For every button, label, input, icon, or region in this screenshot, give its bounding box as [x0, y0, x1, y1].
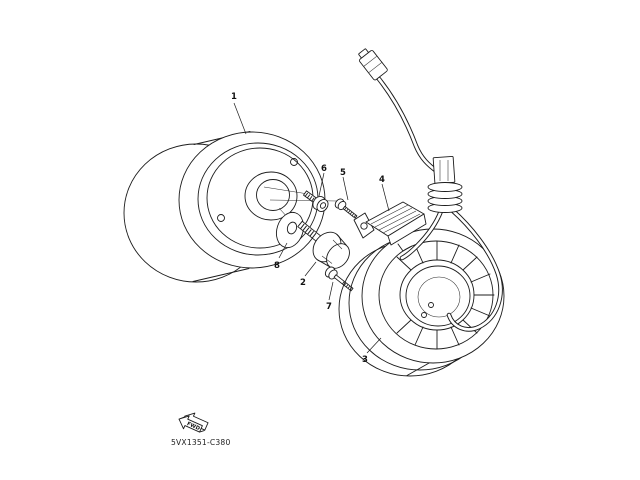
pan-head-screw — [334, 198, 358, 219]
callout-1: 1 — [231, 92, 237, 102]
callout-3: 3 — [362, 355, 368, 365]
stator-assembly — [338, 228, 505, 377]
fwd-arrow-icon: FWD — [178, 412, 209, 433]
stator-bolt-hole — [428, 302, 434, 308]
screw-threads — [304, 192, 316, 203]
holder-bracket — [353, 201, 427, 252]
long-pan-head-screw — [324, 266, 354, 292]
callout-4: 4 — [379, 175, 385, 185]
wire-grommet — [427, 155, 463, 213]
callouts: 1 6 5 4 8 2 7 3 — [231, 92, 390, 365]
callout-6: 6 — [321, 164, 327, 174]
rotor-assembly — [123, 131, 338, 283]
stator-bolt-hole — [421, 312, 427, 318]
callout-7: 7 — [326, 302, 332, 312]
callout-8: 8 — [274, 261, 280, 271]
socket-head-screw — [303, 190, 329, 212]
flange-bolt — [297, 220, 350, 269]
callout-5: 5 — [340, 168, 346, 178]
rotor-face-hole — [290, 158, 298, 166]
fwd-label: FWD — [186, 421, 201, 432]
diagram-code: 5VX1351-C380 — [171, 438, 231, 447]
rotor-face-hole — [217, 214, 225, 222]
wire-harness — [358, 48, 503, 332]
callout-2: 2 — [300, 278, 306, 288]
wire-connector — [358, 48, 388, 81]
